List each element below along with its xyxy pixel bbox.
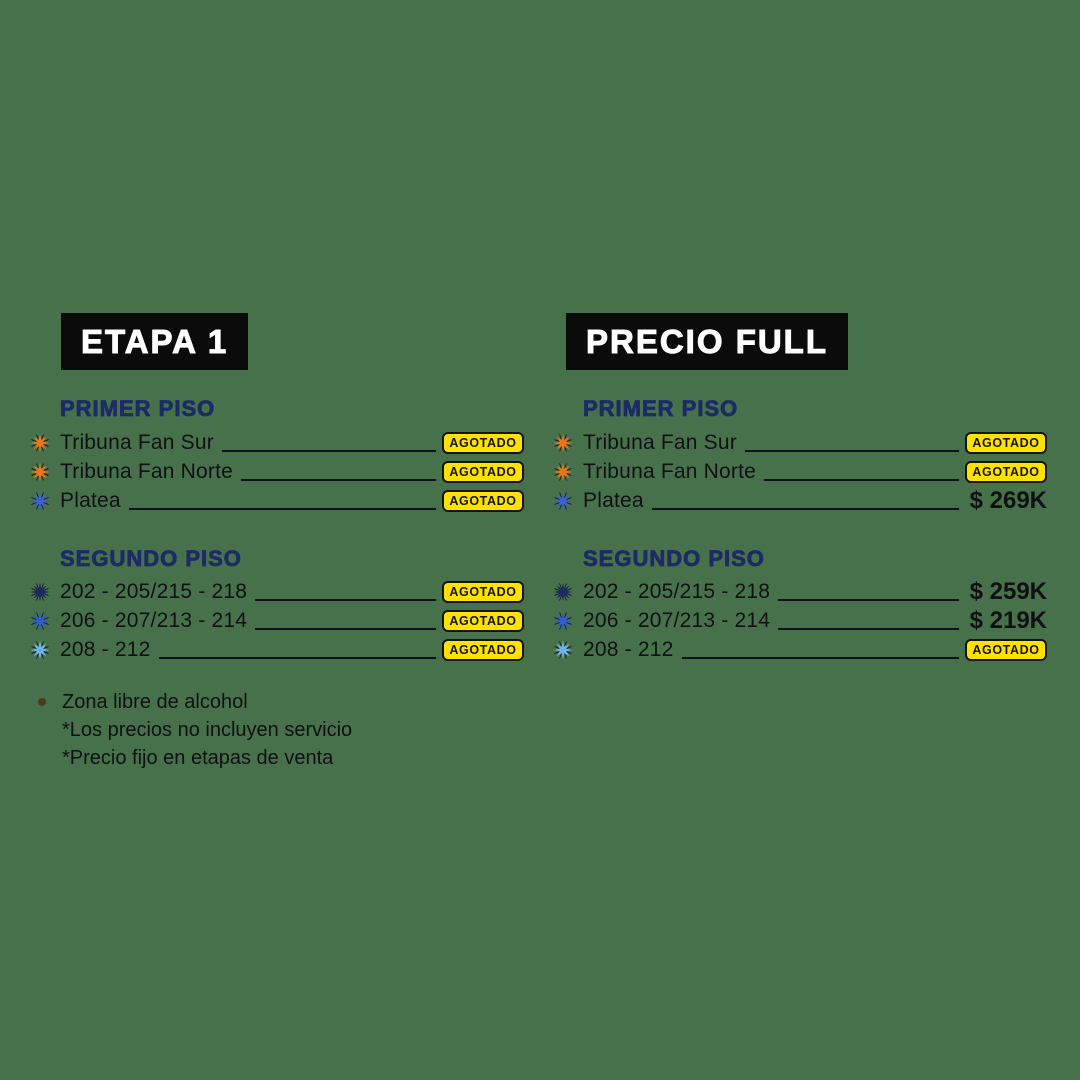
table-row: Tribuna Fan Norte AGOTADO [30, 457, 524, 486]
leader-line [778, 599, 959, 601]
row-label: 202 - 205/215 - 218 [583, 579, 771, 603]
footnote-line: *Precio fijo en etapas de venta [62, 747, 334, 769]
starburst-icon [30, 490, 50, 511]
dot-icon [38, 698, 46, 706]
status-slot: AGOTADO [442, 580, 524, 603]
column-header-precio-full: PRECIO FULL [566, 313, 848, 370]
section-title-primer-piso: PRIMER PISO [60, 396, 216, 421]
price-value: $ 219K [969, 606, 1047, 634]
table-row: 208 - 212 AGOTADO [30, 635, 524, 664]
table-row: Platea AGOTADO [30, 486, 524, 515]
price-value: $ 259K [969, 577, 1047, 605]
table-row: Platea $ 269K [553, 486, 1047, 515]
status-badge: AGOTADO [442, 489, 524, 512]
status-slot: AGOTADO [442, 460, 524, 483]
price-value: $ 269K [969, 486, 1047, 514]
starburst-icon [553, 490, 573, 511]
status-slot: AGOTADO [442, 638, 524, 661]
stage1-column: ETAPA 1 PRIMER PISO Tribuna Fan Sur AGOT… [30, 313, 524, 664]
row-label: 206 - 207/213 - 214 [60, 608, 248, 632]
status-badge: AGOTADO [442, 609, 524, 632]
status-slot: AGOTADO [965, 431, 1047, 454]
status-badge: AGOTADO [965, 460, 1047, 483]
leader-line [221, 450, 436, 452]
leader-line [651, 508, 959, 510]
section-title-segundo-piso: SEGUNDO PISO [583, 546, 765, 571]
section-title-primer-piso: PRIMER PISO [583, 396, 739, 421]
starburst-icon [30, 581, 50, 602]
starburst-icon [30, 461, 50, 482]
status-slot: AGOTADO [965, 638, 1047, 661]
row-label: 206 - 207/213 - 214 [583, 608, 771, 632]
row-label: Platea [583, 488, 644, 512]
leader-line [778, 628, 959, 630]
section-title-segundo-piso: SEGUNDO PISO [60, 546, 242, 571]
footnote-line: Zona libre de alcohol [62, 691, 248, 713]
status-slot: AGOTADO [442, 489, 524, 512]
leader-line [128, 508, 436, 510]
table-row: Tribuna Fan Norte AGOTADO [553, 457, 1047, 486]
status-badge: AGOTADO [965, 638, 1047, 661]
status-badge: AGOTADO [442, 431, 524, 454]
table-row: 208 - 212 AGOTADO [553, 635, 1047, 664]
row-label: 208 - 212 [583, 637, 674, 661]
row-label: 202 - 205/215 - 218 [60, 579, 248, 603]
full-price-column: PRECIO FULL PRIMER PISO Tribuna Fan Sur … [553, 313, 1047, 664]
status-slot: $ 269K [965, 487, 1047, 515]
starburst-icon [553, 610, 573, 631]
leader-line [255, 628, 436, 630]
status-slot: AGOTADO [965, 460, 1047, 483]
status-badge: AGOTADO [442, 460, 524, 483]
footnote-line: *Los precios no incluyen servicio [62, 719, 353, 741]
table-row: 202 - 205/215 - 218 $ 259K [553, 577, 1047, 606]
row-label: Tribuna Fan Sur [583, 430, 737, 454]
starburst-icon [30, 432, 50, 453]
table-row: 202 - 205/215 - 218 AGOTADO [30, 577, 524, 606]
row-label: Platea [60, 488, 121, 512]
starburst-icon [553, 461, 573, 482]
table-row: Tribuna Fan Sur AGOTADO [553, 428, 1047, 457]
table-row: 206 - 207/213 - 214 $ 219K [553, 606, 1047, 635]
status-badge: AGOTADO [442, 638, 524, 661]
row-label: 208 - 212 [60, 637, 151, 661]
column-header-etapa1: ETAPA 1 [61, 313, 249, 370]
row-label: Tribuna Fan Norte [60, 459, 234, 483]
row-label: Tribuna Fan Norte [583, 459, 757, 483]
status-slot: AGOTADO [442, 431, 524, 454]
status-slot: AGOTADO [442, 609, 524, 632]
footnote-lines: Zona libre de alcohol *Los precios no in… [62, 688, 352, 772]
leader-line [241, 479, 436, 481]
starburst-icon [30, 610, 50, 631]
leader-line [764, 479, 959, 481]
table-row: 206 - 207/213 - 214 AGOTADO [30, 606, 524, 635]
starburst-icon [553, 639, 573, 660]
table-row: Tribuna Fan Sur AGOTADO [30, 428, 524, 457]
starburst-icon [553, 581, 573, 602]
row-label: Tribuna Fan Sur [60, 430, 214, 454]
status-badge: AGOTADO [442, 580, 524, 603]
footnotes: Zona libre de alcohol *Los precios no in… [38, 688, 352, 772]
leader-line [255, 599, 436, 601]
status-badge: AGOTADO [965, 431, 1047, 454]
status-slot: $ 219K [965, 607, 1047, 635]
leader-line [744, 450, 959, 452]
leader-line [681, 657, 959, 659]
leader-line [158, 657, 436, 659]
status-slot: $ 259K [965, 578, 1047, 606]
starburst-icon [553, 432, 573, 453]
starburst-icon [30, 639, 50, 660]
